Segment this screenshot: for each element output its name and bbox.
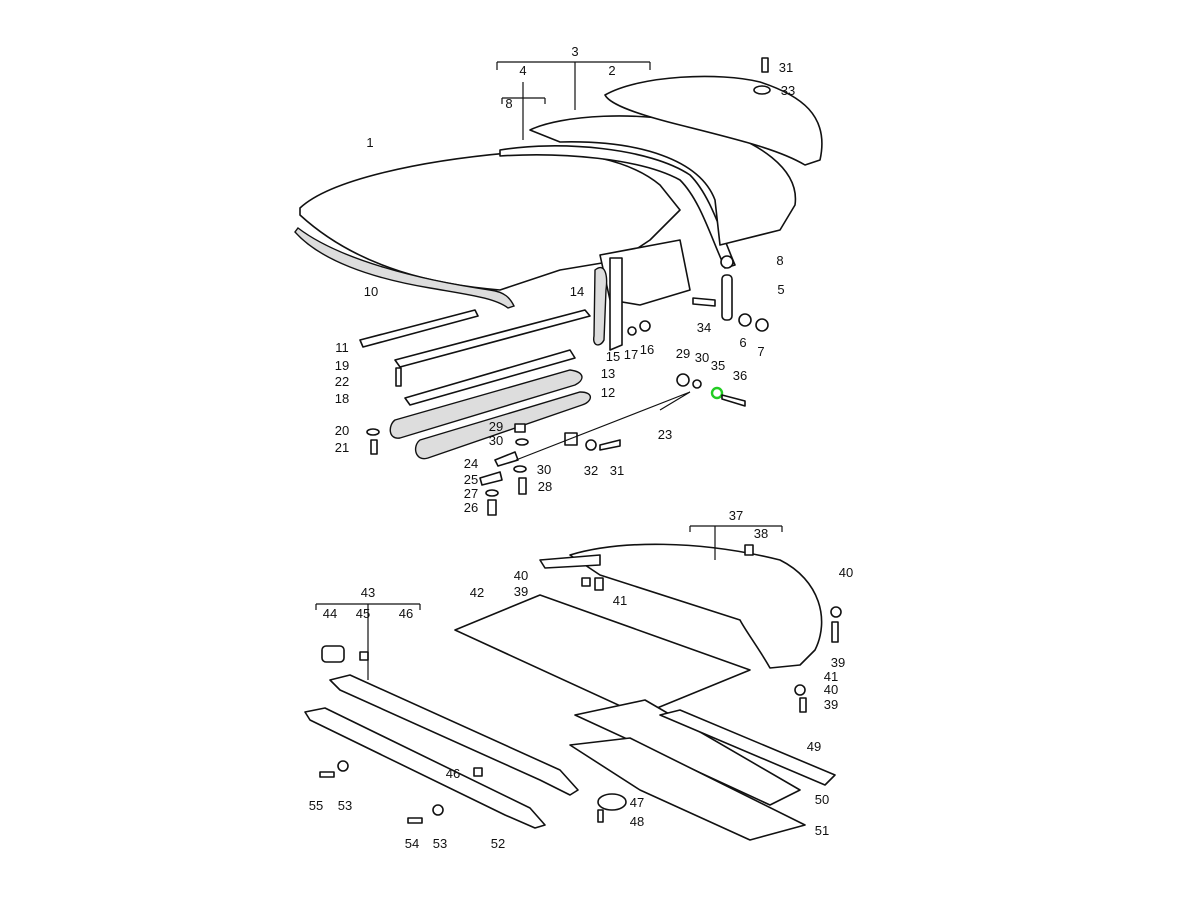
soft-top-roof-panel: [294, 150, 681, 309]
callout-18: 18: [335, 391, 349, 406]
callout-23: 23: [658, 427, 672, 442]
callout-44: 44: [323, 606, 337, 621]
callout-21: 21: [335, 440, 349, 455]
callout-12: 12: [601, 385, 615, 400]
callout-54: 54: [405, 836, 419, 851]
callout-31: 31: [779, 60, 793, 75]
rear-shelf-cover: [454, 543, 842, 841]
callout-16: 16: [640, 342, 654, 357]
callout-8: 8: [776, 253, 783, 268]
hardware-small-parts: [366, 57, 771, 516]
callout-8: 8: [505, 96, 512, 111]
callout-6: 6: [739, 335, 746, 350]
callout-33: 33: [781, 83, 795, 98]
callout-47: 47: [630, 795, 644, 810]
callout-43: 43: [361, 585, 375, 600]
callout-34: 34: [697, 320, 711, 335]
callout-46: 46: [399, 606, 413, 621]
callout-17: 17: [624, 347, 638, 362]
callout-32: 32: [584, 463, 598, 478]
front-header-rails: [304, 645, 604, 829]
callout-45: 45: [356, 606, 370, 621]
highlighted-part-35: [710, 386, 724, 400]
callout-26: 26: [464, 500, 478, 515]
callout-13: 13: [601, 366, 615, 381]
callout-20: 20: [335, 423, 349, 438]
callout-4: 4: [519, 63, 526, 78]
callout-14: 14: [570, 284, 584, 299]
callout-50: 50: [815, 792, 829, 807]
callout-31: 31: [610, 463, 624, 478]
callout-40: 40: [839, 565, 853, 580]
callout-24: 24: [464, 456, 478, 471]
callout-53: 53: [433, 836, 447, 851]
callout-40: 40: [514, 568, 528, 583]
callout-41: 41: [824, 669, 838, 684]
callout-39: 39: [514, 584, 528, 599]
callout-49: 49: [807, 739, 821, 754]
seal-strips: [359, 257, 623, 460]
callout-39: 39: [831, 655, 845, 670]
callout-2: 2: [608, 63, 615, 78]
callout-46: 46: [446, 766, 460, 781]
callout-11: 11: [335, 340, 349, 355]
bracket-lines: [315, 61, 783, 680]
callout-5: 5: [777, 282, 784, 297]
callout-53: 53: [338, 798, 352, 813]
rear-window-frame: [529, 75, 823, 246]
callout-39: 39: [824, 697, 838, 712]
callout-29: 29: [676, 346, 690, 361]
callout-28: 28: [538, 479, 552, 494]
callout-1: 1: [366, 135, 373, 150]
callout-52: 52: [491, 836, 505, 851]
callout-41: 41: [613, 593, 627, 608]
callout-38: 38: [754, 526, 768, 541]
callout-30: 30: [695, 350, 709, 365]
callout-19: 19: [335, 358, 349, 373]
callout-51: 51: [815, 823, 829, 838]
callout-22: 22: [335, 374, 349, 389]
callout-30: 30: [489, 433, 503, 448]
callout-55: 55: [309, 798, 323, 813]
callout-35: 35: [711, 358, 725, 373]
callout-30: 30: [537, 462, 551, 477]
callout-3: 3: [571, 44, 578, 59]
callout-29: 29: [489, 419, 503, 434]
callout-37: 37: [729, 508, 743, 523]
callout-27: 27: [464, 486, 478, 501]
callout-10: 10: [364, 284, 378, 299]
callout-48: 48: [630, 814, 644, 829]
callout-15: 15: [606, 349, 620, 364]
callout-42: 42: [470, 585, 484, 600]
callout-40: 40: [824, 682, 838, 697]
callout-36: 36: [733, 368, 747, 383]
callout-25: 25: [464, 472, 478, 487]
callout-7: 7: [757, 344, 764, 359]
